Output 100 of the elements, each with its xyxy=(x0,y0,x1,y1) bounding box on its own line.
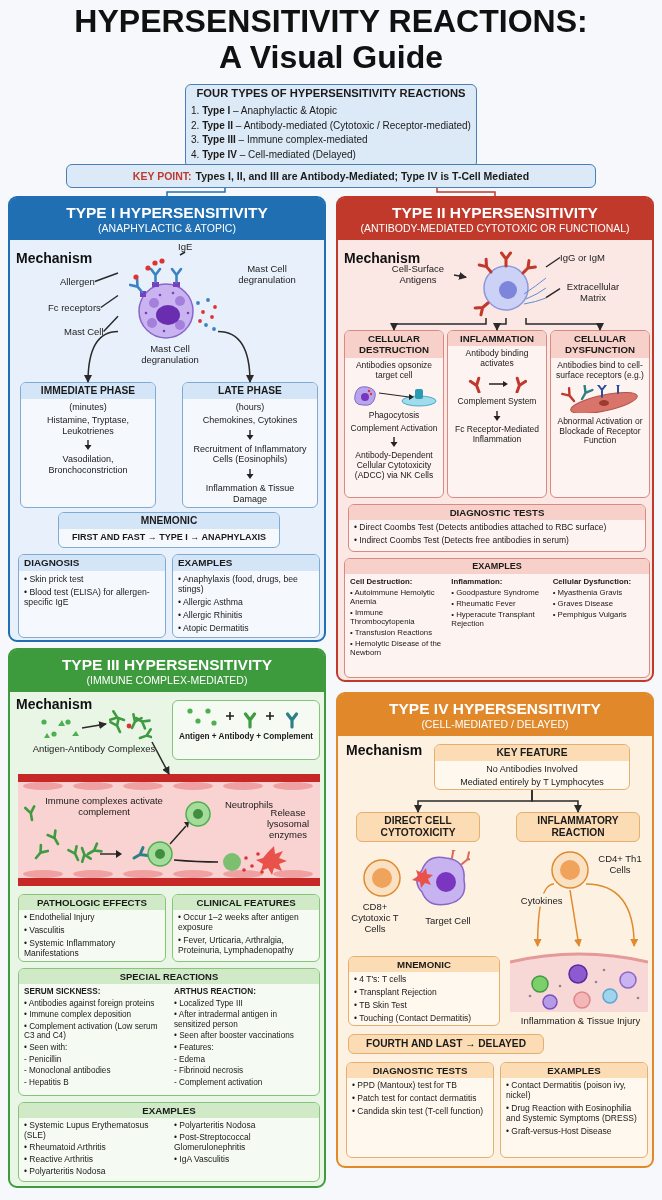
callout-label: IgE xyxy=(178,241,193,252)
list-item: - Edema xyxy=(173,1053,206,1066)
info-box xyxy=(344,558,650,678)
list-heading: SERUM SICKNESS: xyxy=(23,986,102,998)
list-item: • Direct Coombs Test (Detects antibodies attached to RBC surface) xyxy=(353,522,608,535)
arrow xyxy=(569,889,582,947)
info-box xyxy=(18,968,320,1096)
list-item: • Seen after booster vaccinations xyxy=(173,1030,295,1042)
list-item: - Hepatitis B xyxy=(23,1076,70,1089)
box-text: Inflammation & Tissue Damage xyxy=(204,482,296,506)
box-heading: MNEMONIC xyxy=(349,957,499,973)
info-box xyxy=(172,894,320,962)
drawing-label: Immune complexes activate complement xyxy=(44,796,164,818)
node-label: CD4+ Th1 Cells xyxy=(597,854,643,876)
list-item: • Skin prick test xyxy=(23,572,85,585)
box-text: Histamine, Tryptase, Leukotrienes xyxy=(46,414,130,438)
list-item: • Touching (Contact Dermatitis) xyxy=(353,1013,473,1025)
box-heading: DIAGNOSIS xyxy=(19,555,165,571)
list-item: • Occur 1–2 weeks after antigen exposure xyxy=(177,912,300,935)
box-text: FIRST AND FAST → TYPE I → ANAPHYLAXIS xyxy=(71,530,267,544)
node-label: Antigen-Antibody Complexes xyxy=(32,744,156,755)
panel xyxy=(336,692,654,1168)
mechanism-box xyxy=(516,812,640,842)
box-text: Recruitment of Inflammatory Cells (Eosinophils) xyxy=(192,442,308,466)
box-text: Complement Activation xyxy=(349,422,439,435)
box-heading: CELLULAR DESTRUCTION xyxy=(345,331,443,358)
list-item: • Rheumatoid Arthritis xyxy=(23,1142,107,1155)
list-item: • Anaphylaxis (food, drugs, bee stings) xyxy=(177,572,299,595)
info-box xyxy=(434,744,630,790)
box-text: Antibodies opsonize target cell xyxy=(354,359,434,382)
mnemonic-box xyxy=(348,956,500,1026)
box-text: Phagocytosis xyxy=(367,409,421,422)
box-text: Antibody-Dependent Cellular Cytotoxicity (ADCC) via NK Cells xyxy=(353,450,435,483)
phase-box xyxy=(182,382,318,508)
list-item: • Vasculitis xyxy=(23,925,66,938)
panel-subtitle: (ANAPHYLACTIC & ATOPIC) xyxy=(97,221,237,235)
arrow xyxy=(493,317,507,331)
list-item: • Systemic Inflammatory Manifestations xyxy=(23,938,117,961)
list-item: • Allergic Asthma xyxy=(177,595,244,609)
drawing-label: Release lysosomal enzymes xyxy=(266,808,311,841)
list-item: • Systemic Lupus Erythematosus (SLE) xyxy=(23,1120,150,1143)
list-item: • PPD (Mantoux) test for TB xyxy=(351,1080,458,1093)
list-item: • Patch test for contact dermatitis xyxy=(351,1093,478,1106)
info-box xyxy=(172,554,320,638)
list-item: • TB Skin Test xyxy=(353,1000,408,1013)
leader-line xyxy=(100,294,119,309)
info-box xyxy=(18,894,166,962)
drawing-label: Neutrophils xyxy=(223,800,274,810)
box-heading: EXAMPLES xyxy=(345,559,649,574)
list-item: • Post-Streptococcal Glomerulonephritis xyxy=(173,1132,252,1155)
list-item: • Contact Dermatitis (poison ivy, nickel) xyxy=(505,1080,627,1103)
panel xyxy=(336,196,654,682)
arrow xyxy=(525,317,604,331)
arrow xyxy=(390,317,487,331)
list-item: 1. Type I – Anaphylactic & Atopic xyxy=(190,104,338,118)
mnemonic-box xyxy=(58,512,280,548)
leader-line xyxy=(102,315,119,333)
box-text: Antibody binding activates xyxy=(464,348,530,371)
panel xyxy=(8,196,326,642)
box-heading: PATHOLOGIC EFFECTS xyxy=(19,895,165,911)
connector-line xyxy=(436,187,496,197)
box-text: (hours) xyxy=(234,400,266,414)
panel-title: TYPE I HYPERSENSITIVITY xyxy=(65,203,269,222)
box-heading: INFLAMMATION xyxy=(448,331,546,347)
list-item: • Graft-versus-Host Disease xyxy=(505,1126,613,1139)
list-item: • Features: xyxy=(173,1041,215,1054)
list-item: • Drug Reaction with Eosinophilia and Systemic Symptoms (DRESS) xyxy=(505,1103,638,1126)
box-heading: EXAMPLES xyxy=(19,1103,319,1119)
panel-title: TYPE II HYPERSENSITIVITY xyxy=(391,203,599,222)
list-item: • IgA Vasculitis xyxy=(173,1154,231,1167)
info-box xyxy=(500,1062,648,1158)
callout-label: Cell-Surface Antigens xyxy=(382,264,454,286)
list-item: • Atopic Dermatitis xyxy=(177,622,250,635)
mechanism-box xyxy=(550,330,650,498)
arrow xyxy=(217,330,254,383)
box-text: Chemokines, Cytokines xyxy=(201,414,299,427)
list-item: • Candida skin test (T-cell function) xyxy=(351,1106,484,1119)
box-text: (minutes) xyxy=(68,400,108,414)
title: HYPERSENSITIVITY REACTIONS: A Visual Guide xyxy=(73,4,589,76)
box-text: Abnormal Activation or Blockade of Receptor Function xyxy=(556,415,644,448)
box-text: Mediated entirely by T Lymphocytes xyxy=(459,776,605,789)
panel-subtitle: (ANTIBODY-MEDIATED CYTOTOXIC OR FUNCTIONAL) xyxy=(359,221,631,235)
list-heading: ARTHUS REACTION: xyxy=(173,986,257,998)
list-item: • Transplant Rejection xyxy=(353,987,438,1000)
list-item: • Indirect Coombs Test (Detects free antibodies in serum) xyxy=(353,535,570,548)
list-item: - Complement activation xyxy=(173,1076,264,1089)
box-text: No Antibodies Involved xyxy=(485,762,579,776)
list-item: 2. Type II – Antibody-mediated (Cytotoxic / Receptor-mediated) xyxy=(190,118,472,133)
arrow xyxy=(585,883,638,947)
mechanism-box xyxy=(447,330,547,498)
panel-title: TYPE III HYPERSENSITIVITY xyxy=(60,655,274,674)
list-item: • Endothelial Injury xyxy=(23,912,96,925)
box-heading: EXAMPLES xyxy=(173,555,319,571)
section-label: Mechanism xyxy=(344,250,421,266)
box-text: Fc Receptor-Mediated Inflammation xyxy=(453,424,541,447)
list-item: - Monoclonal antibodies xyxy=(23,1065,112,1077)
list-item: • Reactive Arthritis xyxy=(23,1154,95,1167)
box-heading: LATE PHASE xyxy=(183,383,317,399)
callout-label: IgG or IgM xyxy=(560,252,605,263)
phase-box xyxy=(20,382,156,508)
